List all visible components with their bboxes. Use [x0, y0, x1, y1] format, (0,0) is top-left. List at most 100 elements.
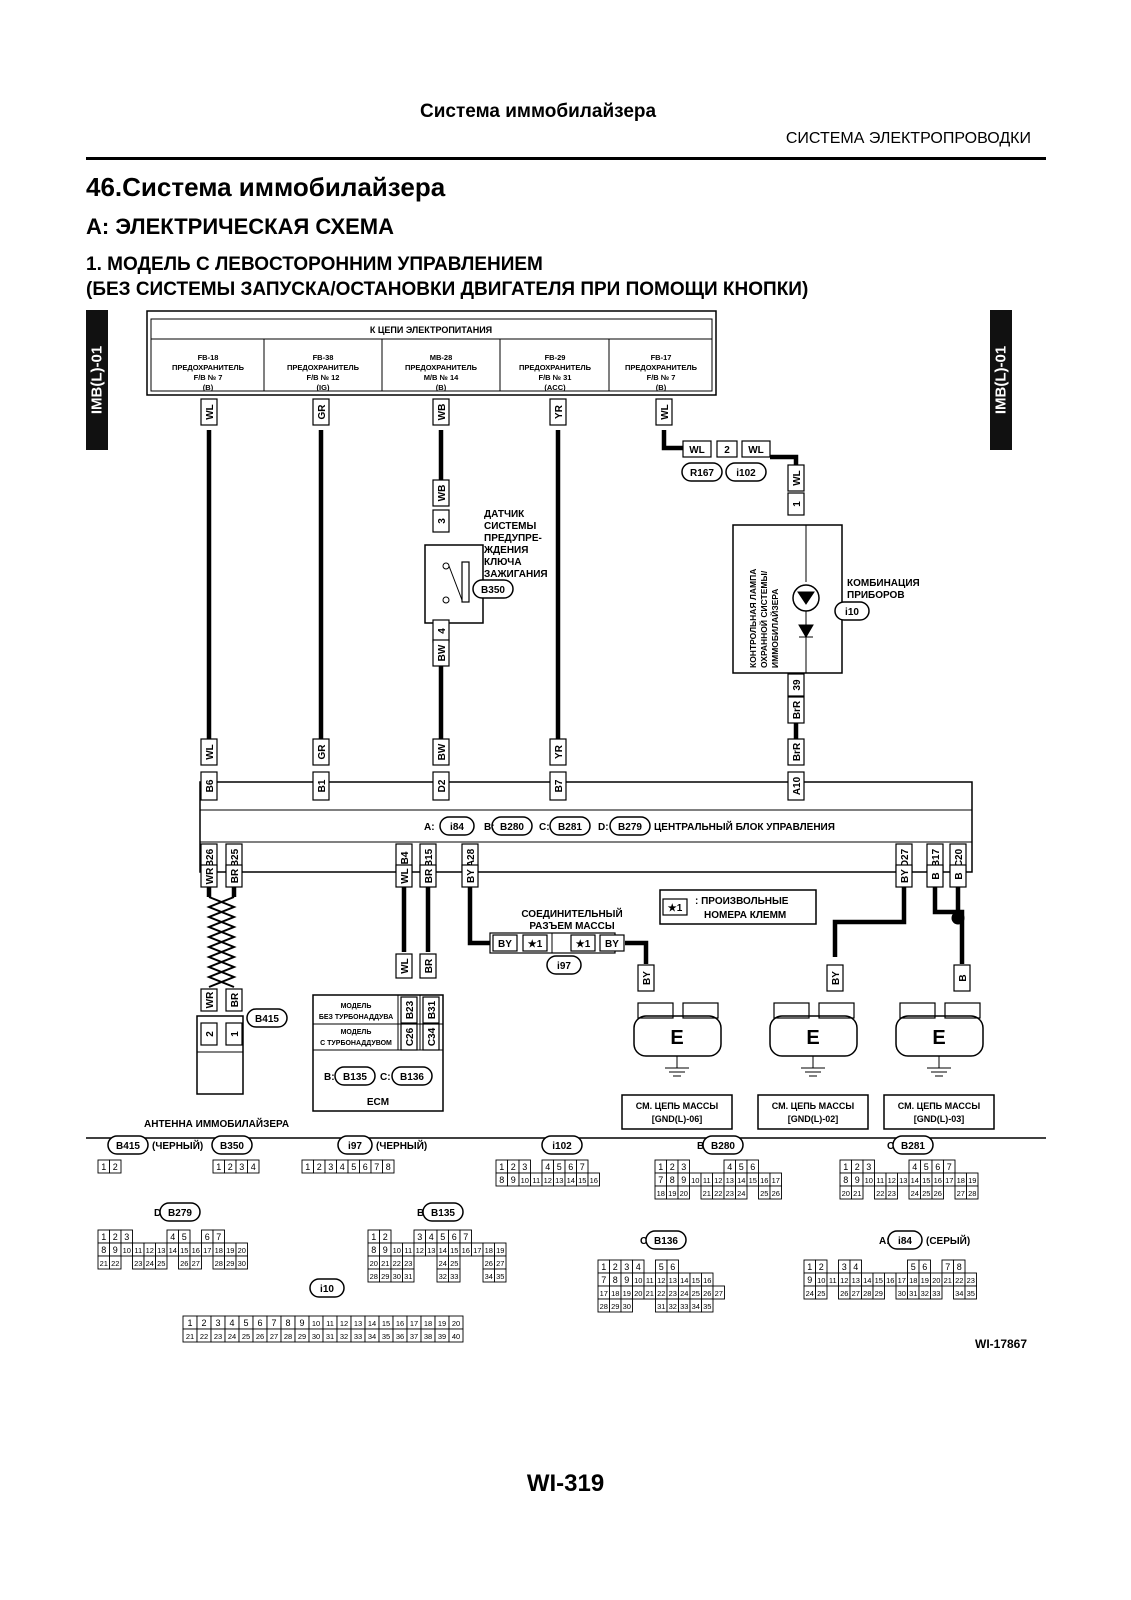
- pin-number: 27: [192, 1259, 200, 1268]
- ecm-box: [312, 994, 444, 1112]
- prefix: D:: [154, 1208, 165, 1219]
- pin-number: 29: [226, 1259, 234, 1268]
- label-text: BW: [437, 644, 448, 661]
- pin-number: 17: [473, 1246, 481, 1255]
- pin-number: 2: [670, 1162, 675, 1172]
- label-text: BY: [900, 869, 911, 883]
- fuse-id: FB-38: [313, 353, 334, 362]
- connector-id: i84: [450, 822, 464, 833]
- pin-number: 13: [899, 1176, 907, 1185]
- pin-number: 12: [340, 1319, 348, 1328]
- pinout-header: C:B281: [887, 1135, 934, 1155]
- pin-number: 20: [842, 1189, 850, 1198]
- pin-number: 17: [772, 1176, 780, 1185]
- pin-number: 1: [101, 1162, 106, 1172]
- lamp-label: КОНТРОЛЬНАЯ ЛАМПА ОХРАННОЙ СИСТЕМЫ/ ИММО…: [748, 569, 780, 668]
- label-text: ★1: [528, 939, 543, 950]
- pin-number: 10: [393, 1246, 401, 1255]
- fuse-id: FB-17: [651, 353, 672, 362]
- pin-number: 4: [429, 1232, 434, 1242]
- pin-number: 32: [921, 1289, 929, 1298]
- pin-number: 29: [611, 1302, 619, 1311]
- ground-letter: E: [806, 1027, 819, 1049]
- label-line: КОМБИНАЦИЯ: [847, 578, 920, 589]
- label-text: YR: [554, 744, 565, 759]
- pin-number: 16: [934, 1176, 942, 1185]
- pin-tag: C26: [400, 1023, 418, 1051]
- connector-note: (СЕРЫЙ): [926, 1234, 970, 1247]
- pin-tag: ★1: [570, 934, 596, 952]
- pin-number: 16: [396, 1319, 404, 1328]
- pin-number: 6: [452, 1232, 457, 1242]
- pin-number: 2: [201, 1318, 206, 1328]
- pin-number: 13: [669, 1276, 677, 1285]
- header-subtitle: СИСТЕМА ЭЛЕКТРОПРОВОДКИ: [785, 130, 1031, 147]
- pin-number: 10: [634, 1276, 642, 1285]
- pin-number: 19: [668, 1189, 676, 1198]
- pin-number: 16: [703, 1276, 711, 1285]
- label-text: BR: [424, 958, 435, 973]
- combination-meter-box: [732, 524, 843, 674]
- svg-text:С ТУРБОНАДДУВОМ: С ТУРБОНАДДУВОМ: [320, 1040, 392, 1047]
- fuse-circuit: (ACC): [544, 383, 566, 392]
- label-text: B17: [931, 848, 942, 867]
- pin-number: 9: [855, 1175, 860, 1185]
- pin-number: 26: [772, 1189, 780, 1198]
- antenna-box: [196, 1015, 244, 1095]
- pin-number: 32: [669, 1302, 677, 1311]
- connector-id: B136: [400, 1072, 424, 1083]
- pin-number: 15: [382, 1319, 390, 1328]
- label-line: ЖДЕНИЯ: [483, 545, 528, 556]
- connector-id: i97: [557, 961, 571, 972]
- pin-number: 21: [853, 1189, 861, 1198]
- item-title: 1. МОДЕЛЬ С ЛЕВОСТОРОННИМ УПРАВЛЕНИЕМ (Б…: [86, 252, 808, 302]
- label-line: КЛЮЧА: [484, 557, 522, 568]
- pin-number: 24: [439, 1259, 447, 1268]
- pin-number: 11: [829, 1276, 837, 1285]
- pin-number: 17: [600, 1289, 608, 1298]
- label-text: 2: [724, 445, 730, 456]
- connector-note: (ЧЕРНЫЙ): [376, 1139, 427, 1152]
- item-title-line1: 1. МОДЕЛЬ С ЛЕВОСТОРОННИМ УПРАВЛЕНИЕМ: [86, 254, 543, 275]
- pin-number: 28: [215, 1259, 223, 1268]
- pin-number: 28: [968, 1189, 976, 1198]
- pin-number: 31: [657, 1302, 665, 1311]
- pinout-header: A:i84(СЕРЫЙ): [879, 1230, 970, 1250]
- pin-number: 4: [912, 1162, 917, 1172]
- label-text: A10: [792, 776, 803, 795]
- pin-number: 32: [340, 1332, 348, 1341]
- pin-number: 14: [567, 1176, 575, 1185]
- wire-tag: WR: [200, 988, 218, 1012]
- connector-i84: i84: [439, 816, 475, 836]
- central-control-unit: [199, 781, 973, 873]
- wire-tag: BrR: [787, 738, 805, 766]
- label-text: WL: [748, 445, 764, 456]
- connector-id: i97: [348, 1141, 362, 1152]
- label-text: D2: [437, 779, 448, 792]
- pin-number: 24: [911, 1189, 919, 1198]
- pinout-header: B:B135: [417, 1202, 464, 1222]
- pin-number: 21: [381, 1259, 389, 1268]
- pin-number: 18: [424, 1319, 432, 1328]
- pin-number: 24: [146, 1259, 154, 1268]
- connector-id: B280: [500, 822, 524, 833]
- label-text: D27: [900, 848, 911, 867]
- pin-number: 11: [876, 1176, 884, 1185]
- prefix: B:: [697, 1141, 708, 1152]
- pin-number: 5: [911, 1262, 916, 1272]
- connector-id: B135: [343, 1072, 367, 1083]
- label-text: BY: [498, 939, 512, 950]
- side-tab-right: IMB(L)-01: [990, 310, 1012, 450]
- power-supply-box: [146, 310, 717, 396]
- section-title: 46.Система иммобилайзера: [86, 172, 446, 202]
- pin-number: 15: [875, 1276, 883, 1285]
- ground-letter: E: [670, 1027, 683, 1049]
- prefix: A:: [879, 1236, 890, 1247]
- label-text: B4: [400, 851, 411, 864]
- connector-R167: R167: [681, 462, 723, 482]
- fuse-num: M/B № 14: [424, 373, 459, 382]
- pin-number: 20: [634, 1289, 642, 1298]
- pin-number: 32: [439, 1272, 447, 1281]
- pin-number: 2: [113, 1232, 118, 1242]
